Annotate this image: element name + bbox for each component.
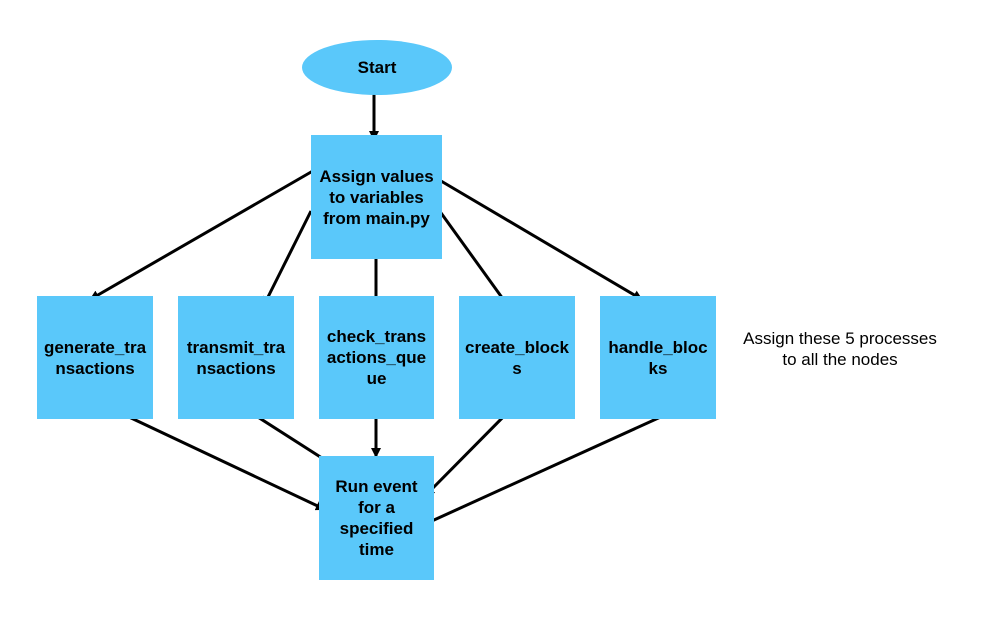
run-event-node: Run event for a specified time <box>319 456 434 580</box>
run-event-label: Run event for a specified time <box>335 477 418 559</box>
arrow-create-to-run <box>424 404 516 497</box>
processes-annotation: Assign these 5 processes to all the node… <box>730 328 950 370</box>
create-blocks-label: create_blocks <box>465 337 569 378</box>
generate-transactions-node: generate_transactions <box>37 296 153 419</box>
transmit-transactions-label: transmit_transactions <box>186 337 286 378</box>
arrow-generate-to-run <box>111 407 326 511</box>
transmit-transactions-node: transmit_transactions <box>178 296 294 419</box>
arrow-assign-to-generate <box>89 166 319 301</box>
annotation-line-2: to all the nodes <box>782 350 898 369</box>
start-node-label: Start <box>357 58 397 77</box>
check-transactions-queue-label: check_transactions_queue <box>326 327 427 388</box>
assign-values-node: Assign values to variables from main.py <box>311 135 442 259</box>
check-transactions-queue-node: check_transactions_queue <box>319 296 434 419</box>
generate-transactions-label: generate_transactions <box>43 337 147 378</box>
assign-values-node-label: Assign values to variables from main.py <box>319 166 434 228</box>
arrow-assign-to-handle <box>440 179 643 301</box>
handle-blocks-node: handle_blocks <box>600 296 716 419</box>
create-blocks-node: create_blocks <box>459 296 575 419</box>
arrow-handle-to-run <box>421 408 677 527</box>
handle-blocks-label: handle_blocks <box>608 337 708 378</box>
arrow-assign-to-transmit <box>262 210 313 307</box>
start-node: Start <box>302 40 452 95</box>
annotation-line-1: Assign these 5 processes <box>743 329 937 348</box>
